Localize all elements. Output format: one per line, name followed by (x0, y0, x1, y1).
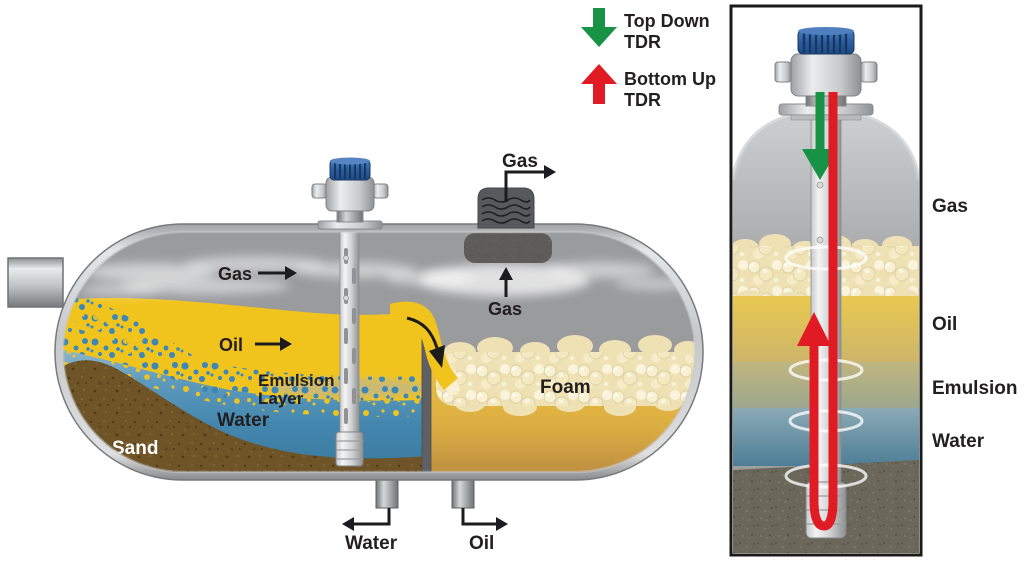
water-layer-label: Water (217, 410, 270, 431)
sand-layer (63, 360, 427, 472)
rp-oil-label: Oil (932, 314, 957, 335)
foam-label: Foam (540, 377, 591, 398)
transmitter-left-port (311, 183, 328, 199)
transmitter-right-port (774, 61, 792, 83)
transmitter-right-port (860, 61, 878, 83)
gas-outlet-label: Gas (502, 151, 538, 172)
rp-emulsion-label: Emulsion (932, 378, 1018, 399)
emulsion-layer-label-line1: Emulsion (258, 371, 335, 390)
separator-tank: Gas Oil Emulsion Layer Water Sand Foam G… (7, 151, 704, 554)
rp-gas-label: Gas (932, 196, 968, 217)
legend-top-down-line1: Top Down (624, 11, 710, 31)
bottom-up-arrow-icon (581, 64, 617, 104)
legend-top-down-line2: TDR (624, 32, 661, 52)
oil-overflow (390, 301, 458, 390)
inlet-pipe (7, 257, 64, 308)
bottom-up-tdr-signal (797, 92, 838, 531)
transmitter-left-port (372, 183, 389, 199)
oil-layer-label: Oil (219, 335, 243, 355)
emulsion-layer-label-line2: Layer (258, 389, 304, 408)
legend-bottom-up-line1: Bottom Up (624, 69, 716, 89)
gas-layer-label: Gas (218, 264, 252, 284)
gas-outlet-demister (477, 187, 535, 229)
overflow-arrow (406, 316, 439, 349)
probe-left (335, 232, 364, 467)
sand-layer-label: Sand (112, 438, 158, 459)
legend-bottom-up-line2: TDR (624, 90, 661, 110)
gas-demister-label: Gas (488, 299, 522, 319)
rp-water-label: Water (932, 431, 985, 452)
top-down-arrow-icon (581, 8, 617, 47)
interface-rings (784, 245, 868, 489)
transmitter-left (311, 157, 389, 230)
water-outlet-label: Water (345, 533, 398, 554)
oil-outlet-label: Oil (469, 533, 494, 554)
foam-region (436, 335, 695, 416)
legend: Top Down TDR Bottom Up TDR (581, 8, 716, 110)
tdr-panel: Gas Oil Emulsion Water (729, 4, 1018, 557)
emulsion-bubble-band (63, 290, 427, 417)
